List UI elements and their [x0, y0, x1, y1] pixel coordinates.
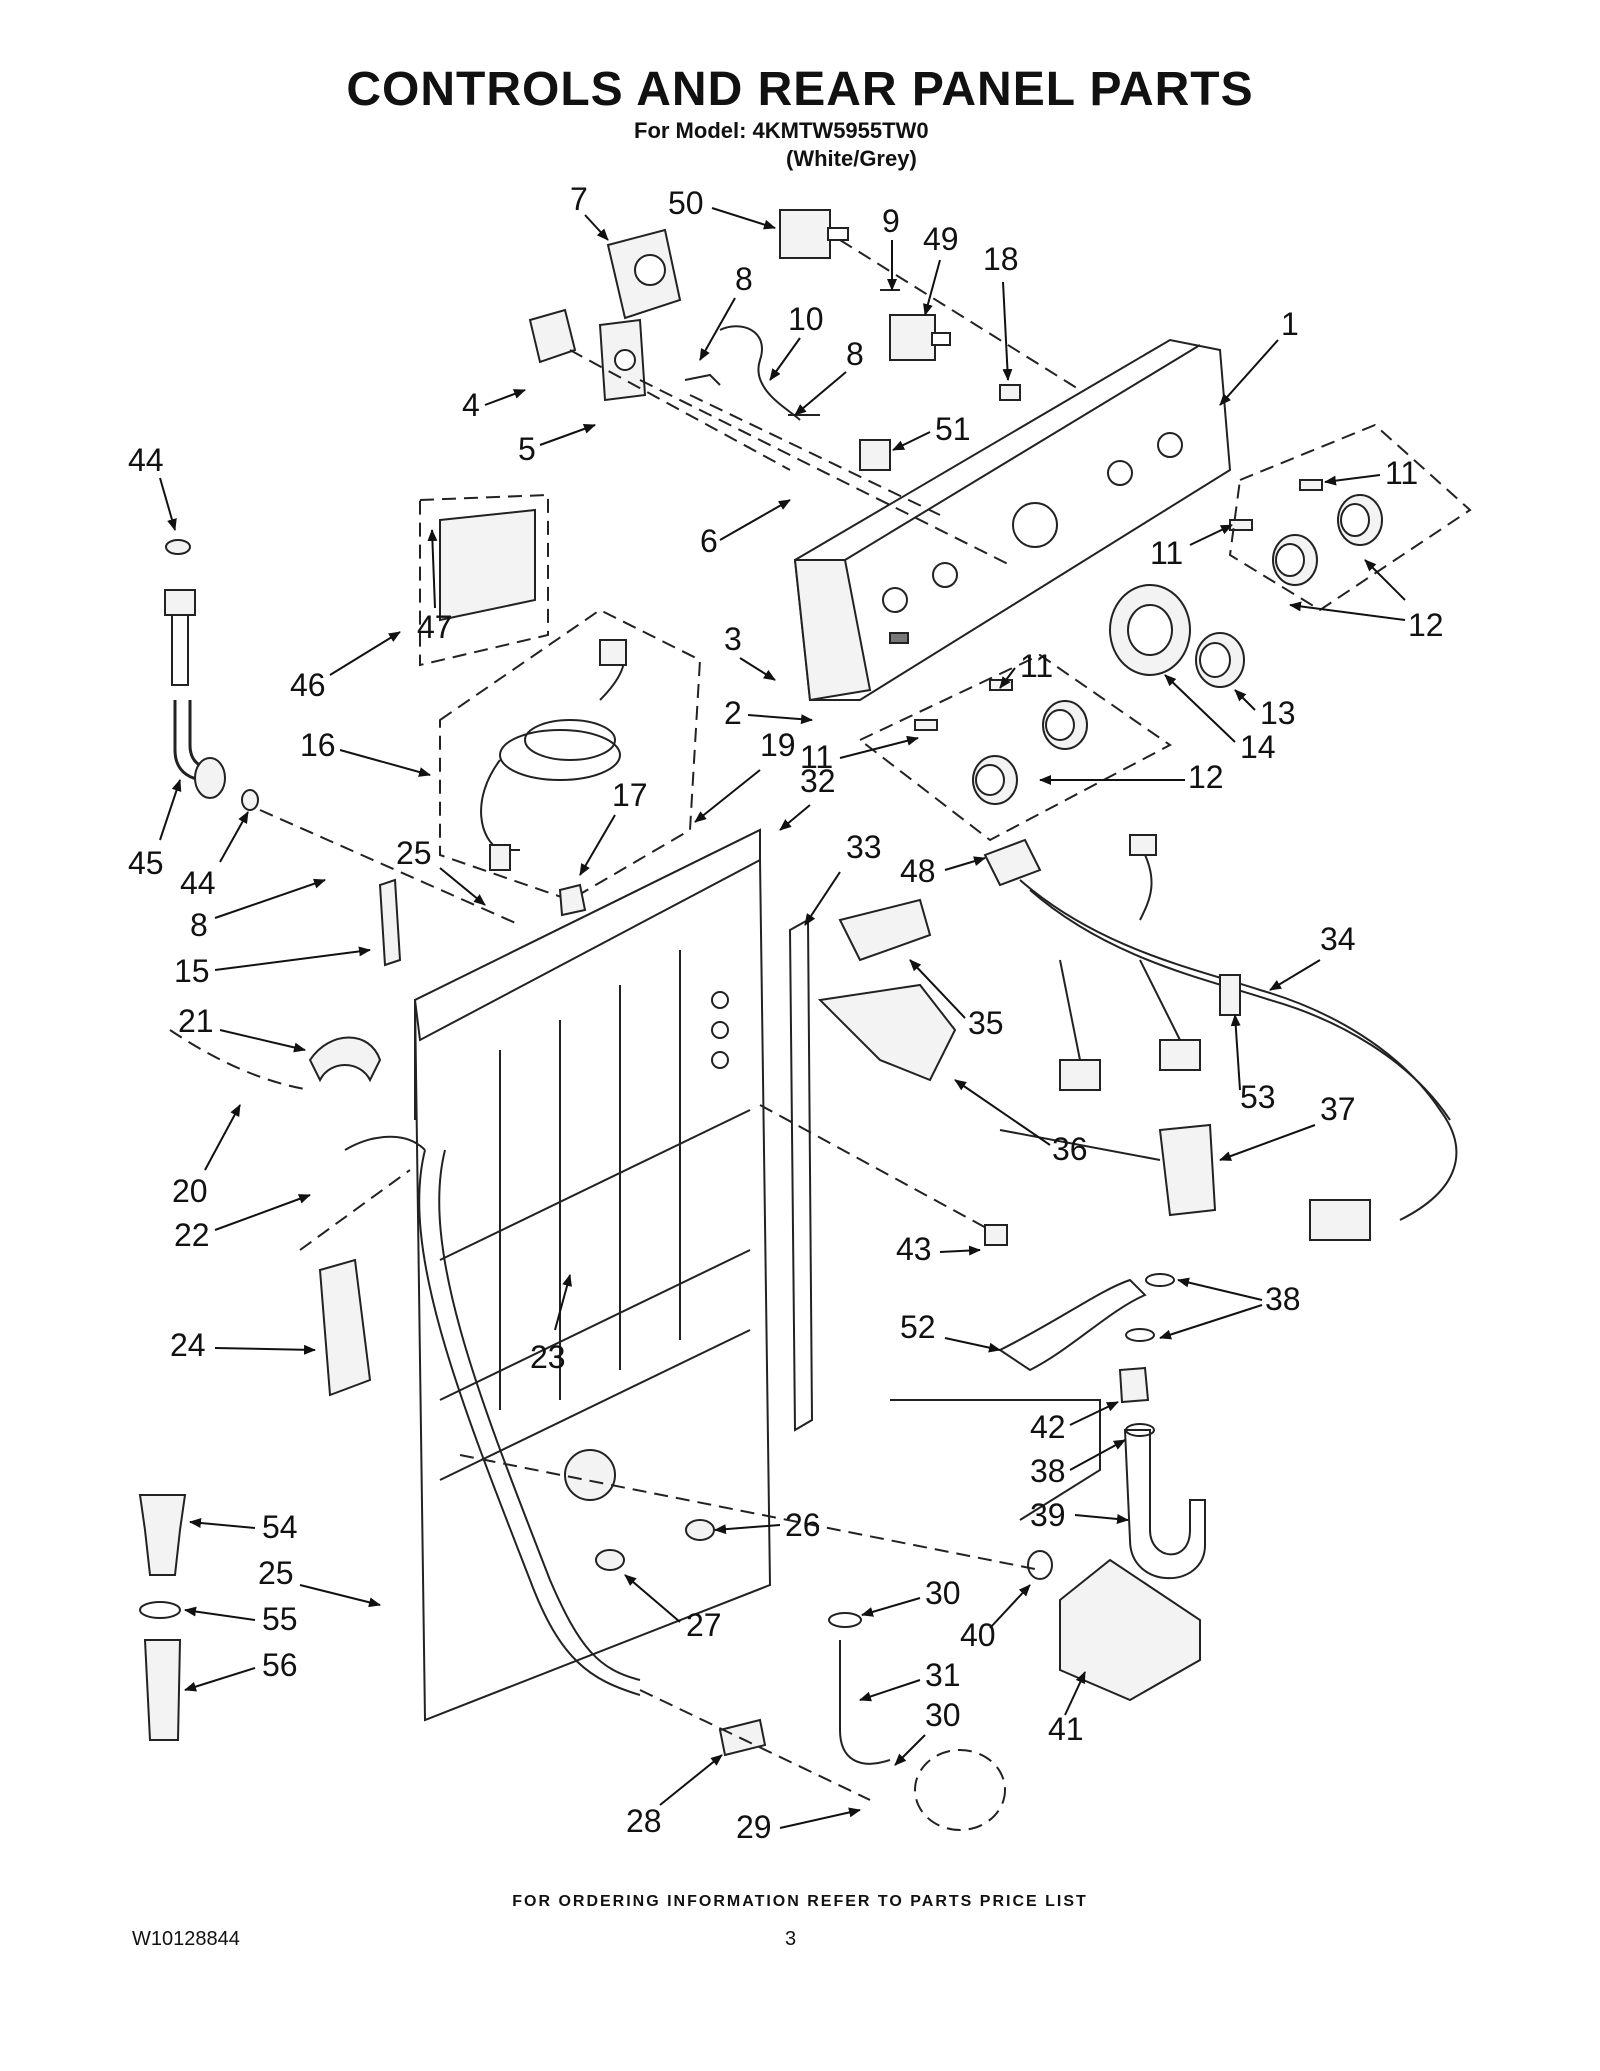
callout-22: 22	[174, 1217, 210, 1253]
callout-32: 32	[800, 763, 836, 799]
callout-23: 23	[530, 1339, 566, 1375]
callout-36: 36	[1052, 1131, 1088, 1167]
callout-13: 13	[1260, 695, 1296, 731]
callout-12a: 12	[1408, 607, 1444, 643]
color-line: (White/Grey)	[786, 146, 917, 171]
callout-8c: 8	[190, 907, 208, 943]
callout-28: 28	[626, 1803, 662, 1839]
callout-31: 31	[925, 1657, 961, 1693]
callout-44a: 44	[128, 442, 164, 478]
callout-53: 53	[1240, 1079, 1276, 1115]
callout-41: 41	[1048, 1711, 1084, 1747]
callout-29: 29	[736, 1809, 772, 1845]
callout-54: 54	[262, 1509, 298, 1545]
callout-34: 34	[1320, 921, 1356, 957]
callout-50: 50	[668, 185, 704, 221]
callout-39: 39	[1030, 1497, 1066, 1533]
callout-33: 33	[846, 829, 882, 865]
callout-25a: 25	[396, 835, 432, 871]
callout-40: 40	[960, 1617, 996, 1653]
callout-44b: 44	[180, 865, 216, 901]
callout-12b: 12	[1188, 759, 1224, 795]
callout-46: 46	[290, 667, 326, 703]
inlet-hose	[164, 539, 259, 811]
callout-42: 42	[1030, 1409, 1066, 1445]
callout-38a: 38	[1265, 1281, 1301, 1317]
knob-group	[914, 479, 1383, 805]
callout-45: 45	[128, 845, 164, 881]
callout-5: 5	[518, 431, 536, 467]
callout-19: 19	[760, 727, 796, 763]
callout-8b: 8	[846, 336, 864, 372]
callout-30b: 30	[925, 1697, 961, 1733]
callout-14: 14	[1240, 729, 1276, 765]
callout-11a: 11	[1385, 455, 1418, 491]
page-number: 3	[785, 1928, 797, 1950]
callout-1: 1	[1281, 306, 1299, 342]
callout-48: 48	[900, 853, 936, 889]
callout-21: 21	[178, 1003, 214, 1039]
callout-38b: 38	[1030, 1453, 1066, 1489]
callout-7: 7	[570, 181, 588, 217]
callout-30a: 30	[925, 1575, 961, 1611]
callout-20: 20	[172, 1173, 208, 1209]
document-number: W10128844	[132, 1928, 240, 1950]
callout-10: 10	[788, 301, 824, 337]
callouts: 7 50 9 49 18 8 10 8 1 4 5 51 44 6 11 11 …	[128, 181, 1444, 1845]
wire-harness	[983, 834, 1458, 1241]
callout-4: 4	[462, 387, 480, 423]
ordering-note: FOR ORDERING INFORMATION REFER TO PARTS …	[512, 1893, 1088, 1910]
callout-17: 17	[612, 777, 648, 813]
callout-52: 52	[900, 1309, 936, 1345]
callout-35: 35	[968, 1005, 1004, 1041]
callout-49: 49	[923, 221, 959, 257]
callout-11c: 11	[1020, 648, 1053, 684]
callout-3: 3	[724, 621, 742, 657]
callout-37: 37	[1320, 1091, 1356, 1127]
callout-16: 16	[300, 727, 336, 763]
callout-25b: 25	[258, 1555, 294, 1591]
callout-6: 6	[700, 523, 718, 559]
callout-27: 27	[686, 1607, 722, 1643]
model-line: For Model: 4KMTW5955TW0	[634, 118, 929, 143]
callout-15: 15	[174, 953, 210, 989]
rear-panel	[413, 828, 772, 1722]
callout-11b: 11	[1150, 535, 1183, 571]
callout-55: 55	[262, 1601, 298, 1637]
callout-47: 47	[417, 609, 453, 645]
callout-2: 2	[724, 695, 742, 731]
callout-26: 26	[785, 1507, 821, 1543]
callout-18: 18	[983, 241, 1019, 277]
page-title: CONTROLS AND REAR PANEL PARTS	[346, 63, 1254, 116]
callout-51: 51	[935, 411, 971, 447]
callout-24: 24	[170, 1327, 206, 1363]
callout-43: 43	[896, 1231, 932, 1267]
callout-56: 56	[262, 1647, 298, 1683]
control-components	[528, 209, 1021, 471]
console-panel	[793, 338, 1232, 702]
power-cord	[480, 639, 627, 917]
callout-8a: 8	[735, 261, 753, 297]
callout-11d: 11	[800, 739, 833, 775]
callout-9: 9	[882, 203, 900, 239]
